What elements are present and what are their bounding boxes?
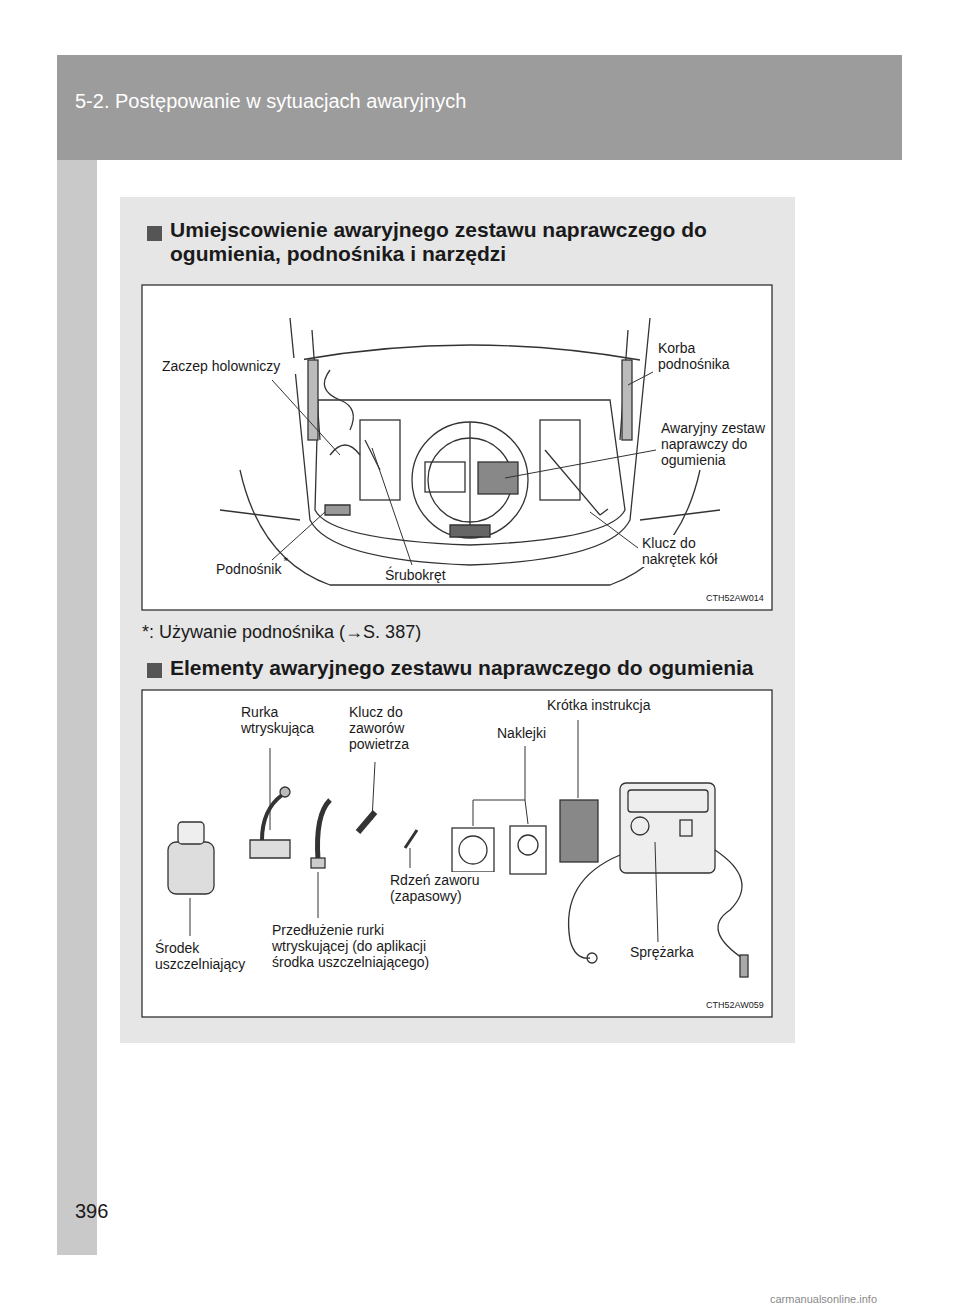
footnote-mark: *: [283, 555, 287, 568]
leader-lines: [272, 372, 656, 565]
heading-bullet: [147, 226, 162, 241]
footnote: *: Używanie podnośnika (→S. 387): [142, 622, 782, 643]
part-label: Klucz do zaworów powietrza: [347, 704, 431, 752]
part-label: Podnośnik: [214, 561, 283, 577]
section-heading: Umiejscowienie awaryjnego zestawu napraw…: [170, 218, 780, 266]
part-label: Zaczep holowniczy: [160, 358, 304, 374]
part-label: Krótka instrukcja: [545, 697, 652, 713]
part-label: Rdzeń zaworu (zapasowy): [388, 872, 497, 904]
figure-code: CTH52AW014: [704, 593, 766, 603]
part-label: Awaryjny zestaw naprawczy do ogumienia: [659, 420, 771, 468]
heading-bullet: [147, 663, 162, 678]
part-label: Naklejki: [495, 725, 548, 741]
part-label: Korba podnośnika: [656, 340, 760, 372]
part-label: Środek uszczelniający: [153, 940, 267, 972]
section-heading: Elementy awaryjnego zestawu naprawczego …: [170, 656, 780, 680]
watermark: carmanualsonline.info: [770, 1293, 877, 1306]
figure-code: CTH52AW059: [704, 1000, 766, 1010]
part-label: Sprężarka: [628, 944, 696, 960]
content-panel: [120, 197, 795, 1043]
side-strip: [57, 55, 97, 1255]
part-label: Śrubokręt: [383, 567, 448, 583]
part-label: Klucz do nakrętek kół: [640, 535, 744, 567]
illustration-frame: [142, 285, 772, 610]
header-band: [57, 55, 902, 160]
page-number: 396: [75, 1200, 108, 1223]
part-label: Przedłużenie rurki wtryskującej (do apli…: [270, 922, 434, 970]
running-header: 5-2. Postępowanie w sytuacjach awaryjnyc…: [75, 90, 466, 113]
leader-lines: [190, 720, 658, 942]
illustration-frame: [142, 690, 772, 1017]
part-label: Rurka wtryskująca: [239, 704, 333, 736]
